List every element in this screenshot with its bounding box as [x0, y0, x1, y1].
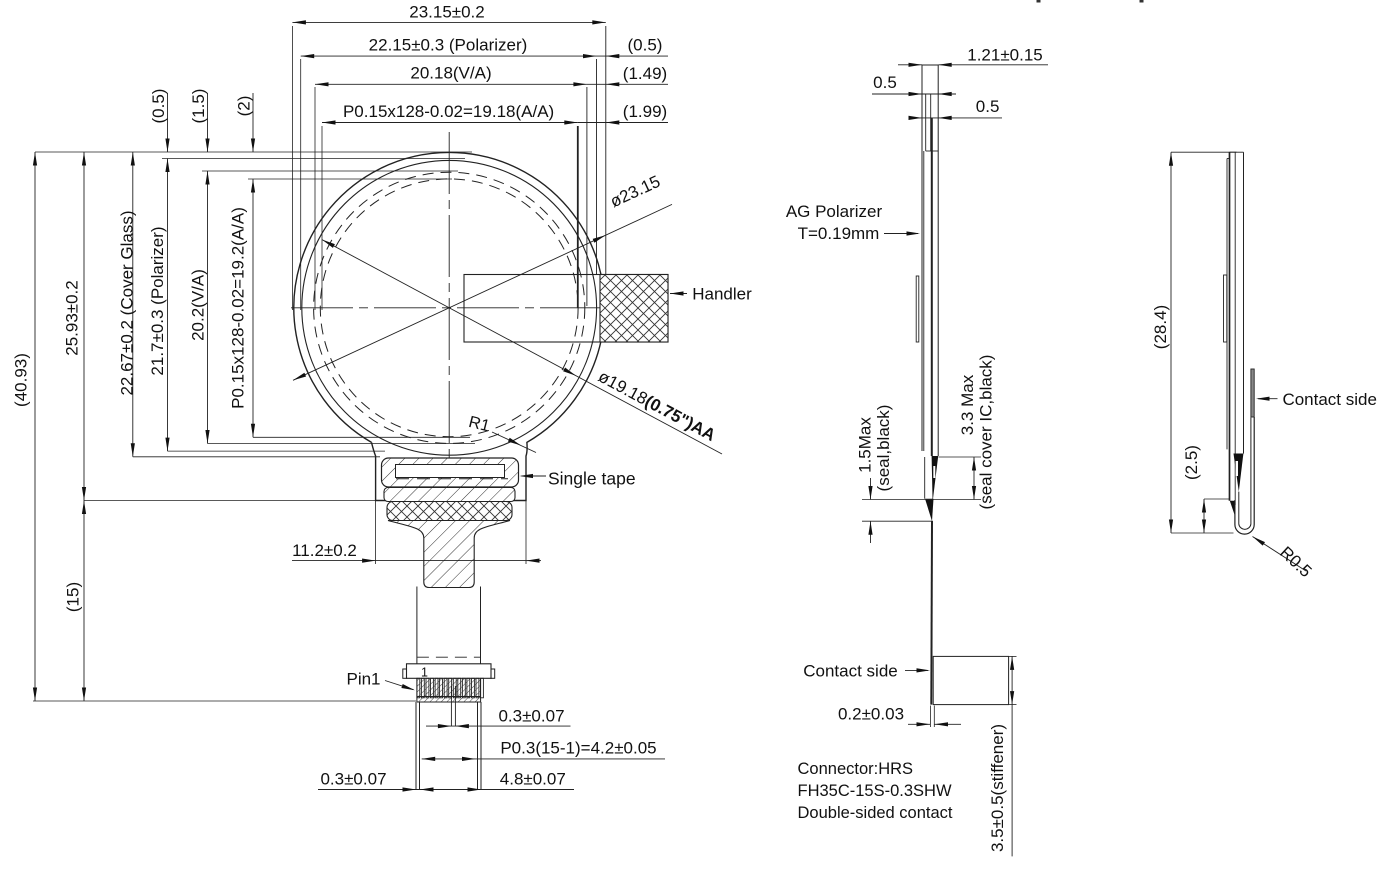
svg-text:0.5: 0.5 — [976, 97, 1000, 116]
svg-text:AG Polarizer: AG Polarizer — [786, 202, 883, 221]
svg-text:0.3±0.07: 0.3±0.07 — [320, 770, 386, 789]
svg-text:(28.4): (28.4) — [1151, 305, 1170, 349]
svg-text:R1: R1 — [467, 413, 492, 436]
svg-text:22.67±0.2 (Cover Glass): 22.67±0.2 (Cover Glass) — [118, 210, 137, 395]
svg-text:25.93±0.2: 25.93±0.2 — [63, 280, 82, 356]
svg-text:Contact side: Contact side — [1282, 390, 1377, 409]
svg-text:22.15±0.3 (Polarizer): 22.15±0.3 (Polarizer) — [369, 36, 528, 55]
svg-text:(seal,black): (seal,black) — [874, 405, 893, 492]
svg-text:(2): (2) — [235, 96, 254, 117]
svg-text:1: 1 — [421, 666, 428, 680]
svg-text:(1.99): (1.99) — [623, 102, 667, 121]
svg-text:3.5±0.5(stiffener): 3.5±0.5(stiffener) — [988, 724, 1007, 852]
svg-text:20.2(V/A): 20.2(V/A) — [189, 269, 208, 341]
svg-text:21.7±0.3 (Polarizer): 21.7±0.3 (Polarizer) — [148, 226, 167, 375]
svg-text:T=0.19mm: T=0.19mm — [798, 224, 880, 243]
svg-text:11.2±0.2: 11.2±0.2 — [292, 541, 357, 560]
svg-text:(1.5): (1.5) — [189, 89, 208, 124]
svg-text:Pin1: Pin1 — [346, 670, 380, 689]
svg-text:(0.5): (0.5) — [628, 36, 663, 55]
svg-text:(40.93): (40.93) — [12, 353, 31, 407]
svg-text:FH35C-15S-0.3SHW: FH35C-15S-0.3SHW — [798, 782, 952, 800]
svg-text:P0.3(15-1)=4.2±0.05: P0.3(15-1)=4.2±0.05 — [500, 739, 656, 758]
svg-text:Contact side: Contact side — [803, 662, 898, 681]
svg-text:1.21±0.15: 1.21±0.15 — [967, 46, 1043, 65]
svg-text:Double-sided contact: Double-sided contact — [798, 804, 953, 822]
svg-text:P0.15x128-0.02=19.2(A/A): P0.15x128-0.02=19.2(A/A) — [229, 207, 248, 409]
svg-text:3.3 Max: 3.3 Max — [958, 374, 977, 435]
svg-text:(0.5): (0.5) — [149, 89, 168, 124]
svg-text:P0.15x128-0.02=19.18(A/A): P0.15x128-0.02=19.18(A/A) — [343, 102, 554, 121]
svg-text:Connector:HRS: Connector:HRS — [798, 760, 914, 778]
svg-text:(seal cover IC,black): (seal cover IC,black) — [977, 355, 996, 510]
svg-text:(15): (15) — [64, 582, 83, 612]
svg-text:20.18(V/A): 20.18(V/A) — [410, 64, 491, 83]
svg-text:Single tape: Single tape — [548, 469, 636, 489]
svg-text:0.5: 0.5 — [873, 73, 897, 92]
svg-text:Handler: Handler — [692, 285, 752, 304]
svg-text:0.3±0.07: 0.3±0.07 — [498, 707, 564, 726]
svg-text:1.5Max: 1.5Max — [856, 417, 875, 473]
svg-text:0.2±0.03: 0.2±0.03 — [838, 705, 904, 724]
svg-text:4.8±0.07: 4.8±0.07 — [500, 770, 566, 789]
svg-text:(2.5): (2.5) — [1182, 445, 1201, 480]
svg-text:(1.49): (1.49) — [623, 64, 667, 83]
svg-text:23.15±0.2: 23.15±0.2 — [409, 3, 485, 22]
